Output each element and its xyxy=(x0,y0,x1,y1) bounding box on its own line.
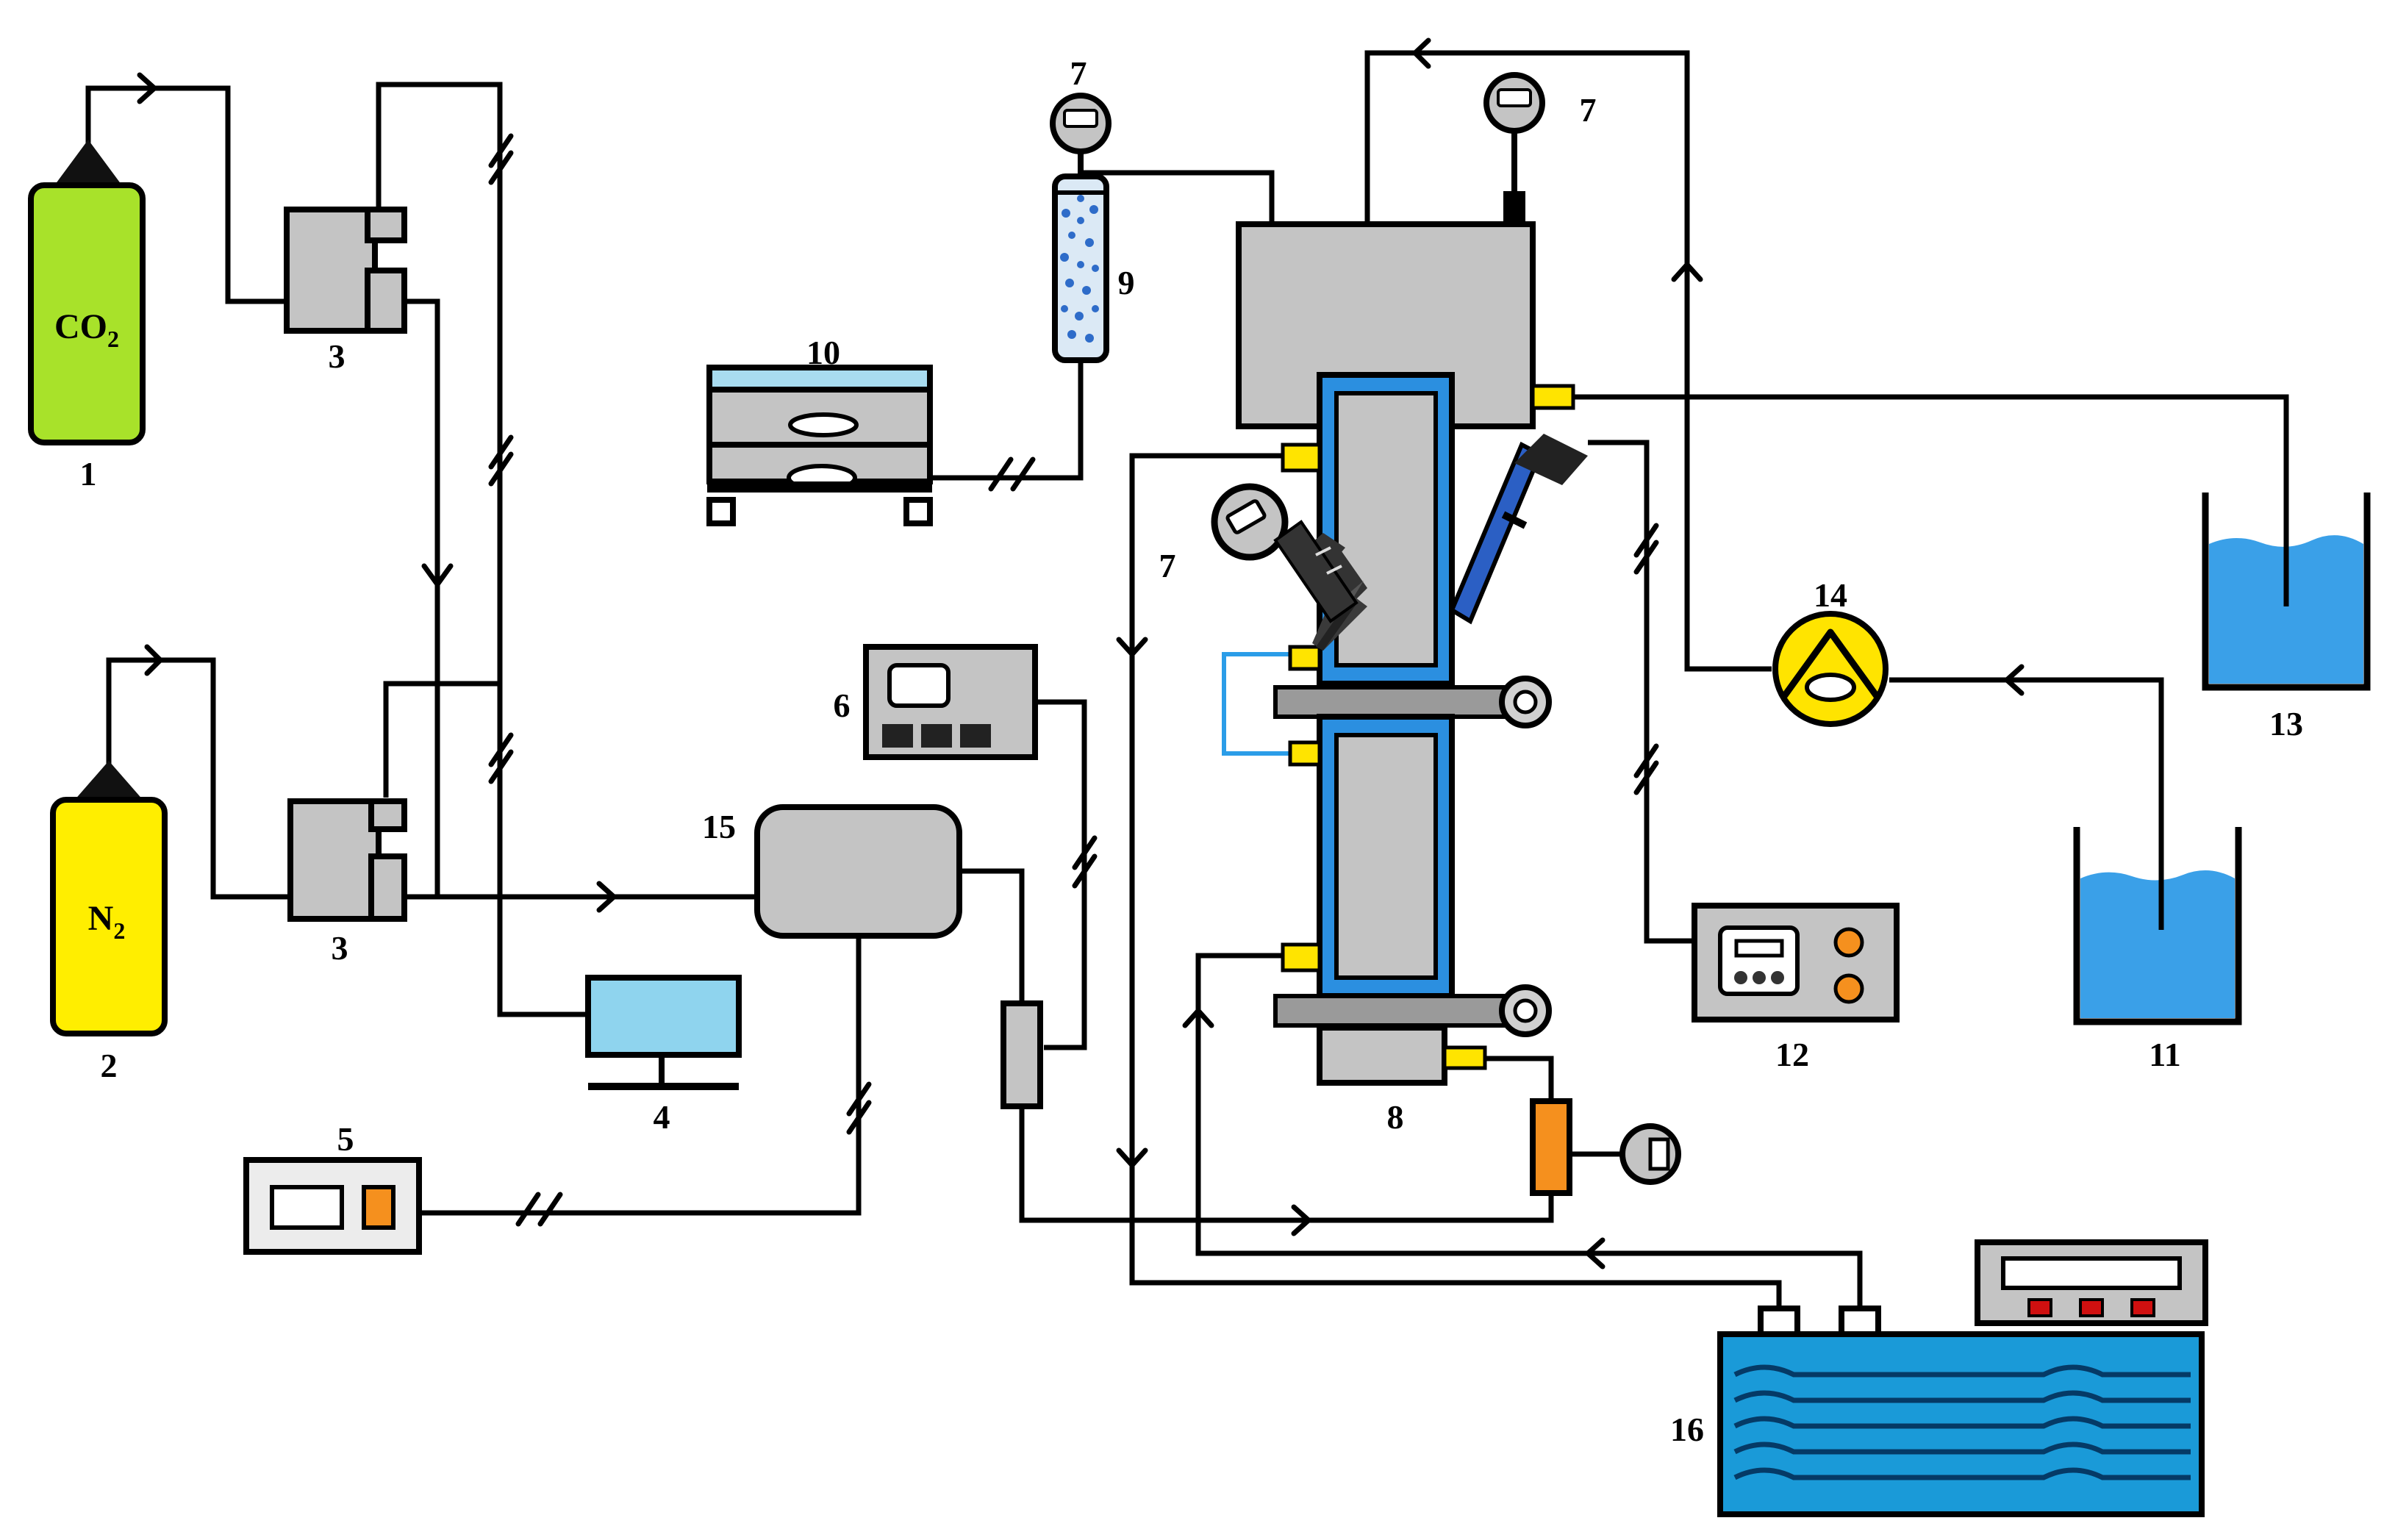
flow-arrow xyxy=(2004,664,2025,696)
break-mark xyxy=(1072,835,1098,870)
pipe-top-loop xyxy=(1364,50,1772,672)
break-mark xyxy=(537,1192,563,1227)
water-beaker-13 xyxy=(2202,397,2371,691)
pressure-controller xyxy=(863,644,1038,760)
water-beaker-11 xyxy=(2073,680,2242,1025)
pipe-10-to-9 xyxy=(930,359,1084,481)
break-mark xyxy=(488,749,514,784)
magnetic-stirrer xyxy=(706,365,933,526)
flow-arrow xyxy=(144,644,163,676)
peristaltic-pump xyxy=(1772,611,1889,727)
break-mark xyxy=(846,1081,872,1117)
ph-meter xyxy=(1692,903,1900,1023)
flow-arrow xyxy=(596,881,617,913)
label-7a: 7 xyxy=(1070,54,1087,92)
flow-arrow xyxy=(137,72,157,104)
signal-6-to-filter xyxy=(1035,699,1087,1050)
break-mark xyxy=(488,732,514,767)
break-mark xyxy=(1633,743,1659,778)
label-4: 4 xyxy=(654,1098,670,1136)
n2-cylinder-label: N2 xyxy=(88,899,126,944)
data-logger xyxy=(243,1157,422,1255)
break-mark xyxy=(488,133,514,168)
break-mark xyxy=(1633,540,1659,575)
pipe-bath-supply xyxy=(1195,953,1863,1312)
break-mark xyxy=(488,150,514,185)
label-3a: 3 xyxy=(329,337,346,375)
reactor xyxy=(1211,221,1588,1101)
pressure-gauge-angled xyxy=(1211,483,1367,651)
pipe-bath-return xyxy=(1129,453,1782,1312)
flow-arrow xyxy=(421,563,454,587)
signal-mixer-to-5 xyxy=(419,937,862,1216)
pipe-n2-to-mfc xyxy=(106,657,290,900)
pipe-co2-to-mfc xyxy=(85,85,290,304)
label-1: 1 xyxy=(80,455,97,493)
flow-arrow xyxy=(1412,37,1431,69)
label-7b: 7 xyxy=(1580,91,1597,129)
pressure-gauge-reactor xyxy=(1483,72,1545,224)
ph-electrode xyxy=(1449,434,1588,625)
break-mark xyxy=(1010,456,1036,492)
piping xyxy=(85,37,2289,1312)
label-6: 6 xyxy=(834,687,851,724)
pipe-reactor-to-13 xyxy=(1573,394,2289,606)
pipe-filter-to-reactor xyxy=(1019,1103,1554,1223)
flow-arrow xyxy=(1671,262,1703,282)
inline-filter xyxy=(1001,1000,1043,1109)
pipe-mfc-top-out xyxy=(401,298,440,897)
gas-mixing-vessel xyxy=(754,804,962,939)
label-2: 2 xyxy=(101,1047,118,1084)
label-10: 10 xyxy=(806,334,840,371)
label-11: 11 xyxy=(2149,1036,2180,1073)
break-mark xyxy=(988,456,1014,492)
label-5: 5 xyxy=(337,1120,354,1158)
computer-monitor xyxy=(585,975,742,1090)
signal-reactor-to-12 xyxy=(1588,440,1694,944)
pipe-mfc-top-signal xyxy=(376,82,588,1017)
thermostatic-water-bath xyxy=(1717,1239,2208,1517)
flow-arrow xyxy=(1291,1204,1311,1236)
label-7c: 7 xyxy=(1159,547,1176,584)
jacket-jumper xyxy=(1222,652,1290,756)
packed-column xyxy=(1052,173,1109,363)
label-3b: 3 xyxy=(332,929,348,967)
label-9: 9 xyxy=(1118,264,1135,301)
pressure-gauge-9 xyxy=(1050,93,1112,180)
label-13: 13 xyxy=(2269,705,2303,742)
break-mark xyxy=(488,451,514,487)
pipe-mixer-to-filter xyxy=(959,868,1025,1007)
break-mark xyxy=(488,434,514,470)
break-mark xyxy=(1633,523,1659,558)
n2-cylinder: N2 xyxy=(50,761,168,1036)
co2-cylinder: CO2 xyxy=(28,140,146,445)
flow-arrow xyxy=(1585,1237,1606,1269)
label-8: 8 xyxy=(1387,1098,1404,1136)
pipe-mfc-bottom-top xyxy=(383,681,500,798)
label-16: 16 xyxy=(1670,1411,1704,1448)
flow-arrow xyxy=(1116,1147,1148,1168)
temperature-sensor xyxy=(1530,1098,1681,1196)
break-mark xyxy=(515,1192,541,1227)
break-mark xyxy=(1072,853,1098,889)
co2-cylinder-label: CO2 xyxy=(54,307,119,352)
mass-flow-controller-bottom xyxy=(287,798,407,922)
label-15: 15 xyxy=(702,808,736,845)
flow-arrow xyxy=(1182,1008,1214,1028)
mass-flow-controller-top xyxy=(284,207,407,334)
component-labels: 1 2 3 3 4 5 6 7 7 7 8 9 10 11 12 13 14 1… xyxy=(80,54,2304,1448)
flow-arrow xyxy=(1116,637,1148,657)
label-14: 14 xyxy=(1814,576,1847,614)
break-mark xyxy=(1633,760,1659,795)
break-mark xyxy=(846,1100,872,1135)
label-12: 12 xyxy=(1775,1036,1809,1073)
